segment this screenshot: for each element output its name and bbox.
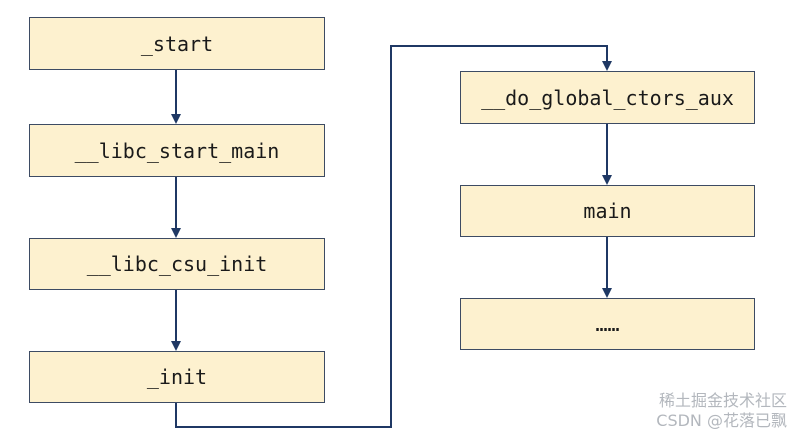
node-ellipsis: ……	[460, 298, 755, 350]
node-libc-start-main-label: __libc_start_main	[74, 138, 280, 163]
node-main-label: main	[583, 199, 632, 223]
node-libc-csu-init: __libc_csu_init	[29, 238, 325, 290]
node-start-label: _start	[140, 31, 214, 56]
watermark-line-1: 稀土掘金技术社区	[658, 391, 787, 410]
node-start: _start	[29, 17, 325, 70]
arrow-init-to-do-global-ctors-aux	[175, 45, 612, 428]
watermark: 稀土掘金技术社区 CSDN @花落已飘	[656, 391, 787, 431]
node-libc-start-main: __libc_start_main	[29, 124, 325, 177]
node-init-label: _init	[146, 365, 208, 389]
node-init: _init	[29, 351, 325, 403]
node-do-global-ctors-aux: __do_global_ctors_aux	[460, 71, 755, 124]
node-ellipsis-label: ……	[595, 312, 620, 336]
node-main: main	[460, 185, 755, 237]
node-libc-csu-init-label: __libc_csu_init	[86, 252, 268, 276]
watermark-line-2: CSDN @花落已飘	[656, 411, 787, 430]
node-do-global-ctors-aux-label: __do_global_ctors_aux	[481, 85, 734, 110]
